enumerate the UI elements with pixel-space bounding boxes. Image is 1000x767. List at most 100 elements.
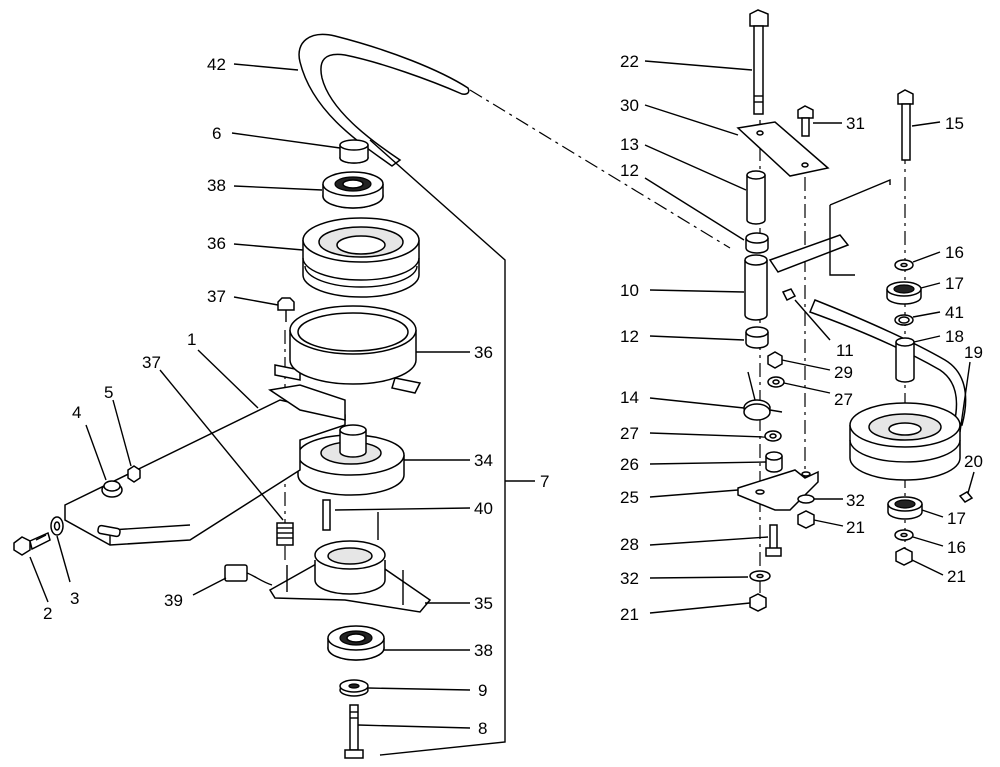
plate [736,121,830,177]
clutch-pulley [302,217,420,298]
bearing-17-upper [886,281,922,305]
callout-27-lower: 27 [620,424,639,443]
callout-7: 7 [540,472,549,491]
callout-30: 30 [620,96,639,115]
torsion-spring [743,371,783,421]
washer-small [50,516,64,536]
callout-34: 34 [474,451,493,470]
callout-6: 6 [212,124,221,143]
callout-17-upper: 17 [945,274,964,293]
wire-connector [224,564,273,586]
callout-37-upper: 37 [207,287,226,306]
washer-27-lower [764,430,782,442]
callout-25: 25 [620,488,639,507]
long-bolt-22 [749,9,769,115]
callout-labels: 42 6 38 36 37 1 37 36 4 5 34 7 40 2 3 39… [29,52,983,738]
callout-13: 13 [620,135,639,154]
bolt-small [13,531,51,556]
callout-31: 31 [846,114,865,133]
washer-32-right [797,494,815,504]
callout-18: 18 [945,327,964,346]
callout-38-lower: 38 [474,641,493,660]
callout-42: 42 [207,55,226,74]
long-bolt-15 [897,89,914,161]
callout-1: 1 [187,330,196,349]
callout-12-upper: 12 [620,161,639,180]
mounting-bracket [64,384,346,546]
callout-4: 4 [72,403,81,422]
callout-39: 39 [164,591,183,610]
callout-36-upper: 36 [207,234,226,253]
nut-21-right [895,547,913,566]
flange-nut [101,480,123,498]
nut-29 [767,351,783,369]
callout-21-right: 21 [947,567,966,586]
nut-21-middle [797,510,815,529]
callout-32-lower: 32 [620,569,639,588]
group-bracket [369,139,506,756]
pin [322,499,331,531]
callout-28: 28 [620,535,639,554]
clutch-rotor-ring [274,305,422,394]
callout-8: 8 [478,719,487,738]
field-coil-housing [268,512,432,613]
callout-5: 5 [104,383,113,402]
callout-37-lower: 37 [142,353,161,372]
spring [276,522,294,546]
callout-9: 9 [478,681,487,700]
grease-fitting [781,288,797,302]
callout-36-lower: 36 [474,343,493,362]
nut-21-left [749,593,767,612]
callout-17-lower: 17 [947,509,966,528]
washer-27-upper [767,376,785,388]
callout-21-lower: 21 [620,605,639,624]
callout-2: 2 [43,604,52,623]
clutch-armature [297,424,405,496]
grease-fitting-20 [958,491,974,503]
idler-hub-18 [895,337,915,383]
washer-16-lower [894,529,914,541]
callout-16-upper: 16 [945,243,964,262]
callout-41: 41 [945,303,964,322]
callout-26: 26 [620,455,639,474]
callout-22: 22 [620,52,639,71]
callout-12-lower: 12 [620,327,639,346]
hex-nut-small [127,465,141,483]
callout-32-upper: 32 [846,491,865,510]
callout-35: 35 [474,594,493,613]
callout-10: 10 [620,281,639,300]
spacer-26 [765,451,783,473]
callout-15: 15 [945,114,964,133]
callout-27-upper: 27 [834,390,853,409]
callout-3: 3 [70,589,79,608]
snap-ring-41 [894,314,914,326]
bearing-17-lower [887,496,923,520]
callout-20: 20 [964,452,983,471]
washer-32-lower [749,570,771,582]
nut-upper [277,297,295,322]
idler-pulley-19 [849,402,961,481]
callout-21-upper: 21 [846,518,865,537]
bolt-28 [765,524,782,557]
tube-13 [746,170,766,225]
spacer [339,139,369,164]
bushing-lower [745,326,769,349]
bearing-lower [327,625,385,661]
bushing-upper [745,232,769,254]
bracket-25 [737,469,819,511]
callout-19: 19 [964,343,983,362]
callout-40: 40 [474,499,493,518]
bolt-31 [797,105,814,137]
callout-14: 14 [620,388,639,407]
callout-38-upper: 38 [207,176,226,195]
callout-16-lower: 16 [947,538,966,557]
washer-16-upper [894,259,914,271]
thick-washer [339,679,369,697]
bearing-upper [322,171,384,209]
callout-29: 29 [834,363,853,382]
callout-11: 11 [836,341,854,360]
idler-arm [744,178,891,321]
long-bolt-lower [344,704,364,759]
